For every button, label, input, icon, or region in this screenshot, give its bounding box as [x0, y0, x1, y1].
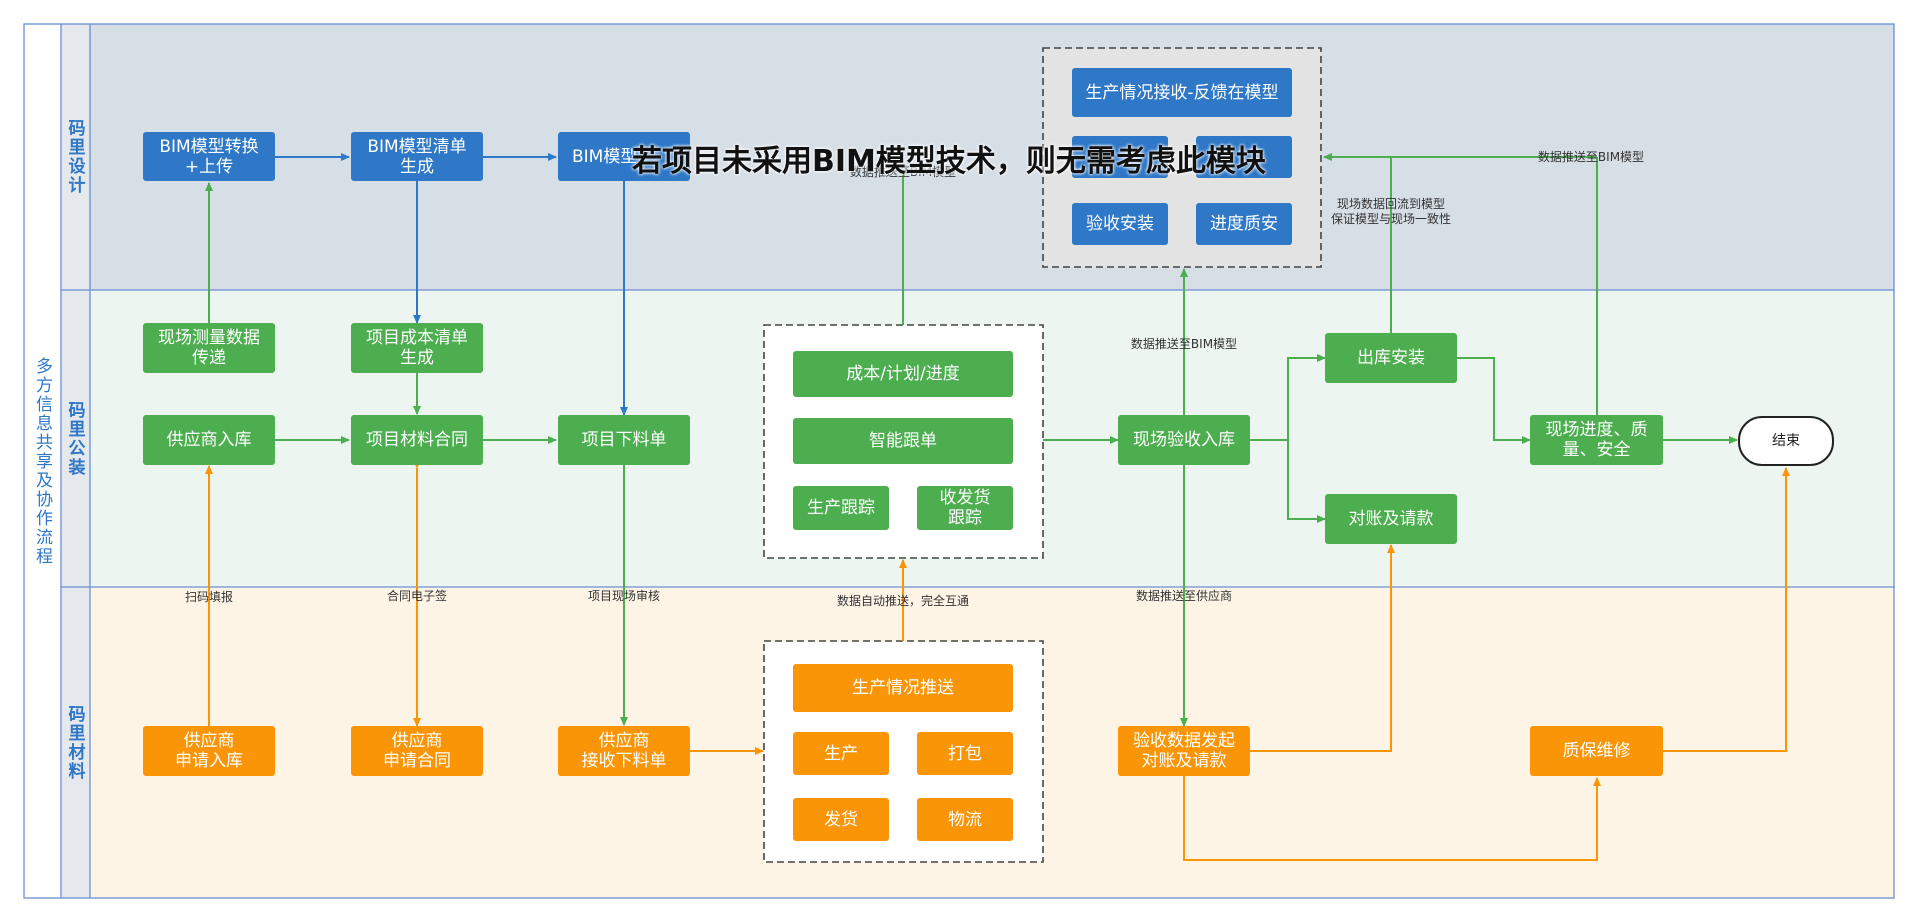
node-ship: 发货 [793, 798, 889, 841]
lane-label-install: 码里公装 [64, 400, 85, 477]
node-material-contract: 项目材料合同 [351, 415, 483, 465]
node-order: 项目下料单 [558, 415, 690, 465]
lane-label-material: 码里材料 [64, 704, 85, 781]
edge-warranty-to-end [1663, 467, 1790, 752]
edge-label-e-sign: 合同电子签 [386, 589, 448, 603]
node-survey: 现场测量数据 传递 [143, 323, 275, 373]
node-logistics: 物流 [917, 798, 1013, 841]
node-site-accept: 现场验收入库 [1118, 415, 1250, 465]
node-supplier-apply: 供应商 申请入库 [143, 726, 275, 776]
node-supplier-receive: 供应商 接收下料单 [558, 726, 690, 776]
outer-frame [23, 23, 1895, 899]
node-smart-track: 智能跟单 [793, 418, 1013, 464]
edge-label-auto-push: 数据自动推送，完全互通 [836, 594, 970, 608]
node-bim-list: BIM模型清单 生成 [351, 132, 483, 181]
edge-accept-to-reconcile [1287, 440, 1326, 523]
lane-label-column [61, 24, 90, 898]
node-hidden-right [1196, 136, 1292, 178]
node-site-progress: 现场进度、质 量、安全 [1530, 415, 1663, 465]
node-end: 结束 [1738, 416, 1834, 466]
node-reconcile: 对账及请款 [1325, 494, 1457, 544]
node-accept-install: 验收安装 [1072, 203, 1168, 245]
node-prod-push: 生产情况推送 [793, 664, 1013, 712]
node-progress-quality: 进度质安 [1196, 203, 1292, 245]
edge-label-site-review: 项目现场审核 [587, 589, 661, 603]
edge-accept-to-outbound [1250, 354, 1326, 441]
node-supplier-in: 供应商入库 [143, 415, 275, 465]
node-bim-convert: BIM模型转换 +上传 [143, 132, 275, 181]
edge-label-scan-report: 扫码填报 [184, 590, 234, 604]
edge-label-push-supplier: 数据推送至供应商 [1135, 589, 1233, 603]
edge-accept-data-to-reconcile [1250, 544, 1395, 752]
node-supplier-contract: 供应商 申请合同 [351, 726, 483, 776]
node-prod-track: 生产跟踪 [793, 486, 889, 530]
node-produce: 生产 [793, 732, 889, 775]
sidebar-title: 多方信息共享及协作流程 [32, 356, 52, 566]
node-hidden-left [1072, 136, 1168, 178]
lane-label-design: 码里设计 [64, 119, 85, 195]
edge-label-push-bim-top: 数据推送至BIM模型 [849, 165, 957, 179]
edge-label-flow-back: 现场数据回流到模型 保证模型与现场一致性 [1330, 197, 1452, 226]
node-accept-data: 验收数据发起 对账及请款 [1118, 726, 1250, 776]
node-warranty: 质保维修 [1530, 726, 1663, 776]
node-feedback: 生产情况接收-反馈在模型 [1072, 68, 1292, 117]
node-pack: 打包 [917, 732, 1013, 775]
edge-accept-data-to-warranty [1183, 776, 1601, 861]
node-ship-track: 收发货 跟踪 [917, 486, 1013, 530]
node-bim-third: BIM模型 [558, 132, 690, 181]
edge-label-push-bim-right: 数据推送至BIM模型 [1537, 150, 1645, 164]
node-cost-list: 项目成本清单 生成 [351, 323, 483, 373]
node-outbound: 出库安装 [1325, 333, 1457, 383]
edge-label-push-bim-mid: 数据推送至BIM模型 [1130, 337, 1238, 351]
edge-outbound-to-progress [1457, 357, 1531, 444]
overlay-banner: 若项目未采用BIM模型技术，则无需考虑此模块 [632, 144, 1266, 179]
node-cost-plan: 成本/计划/进度 [793, 351, 1013, 397]
